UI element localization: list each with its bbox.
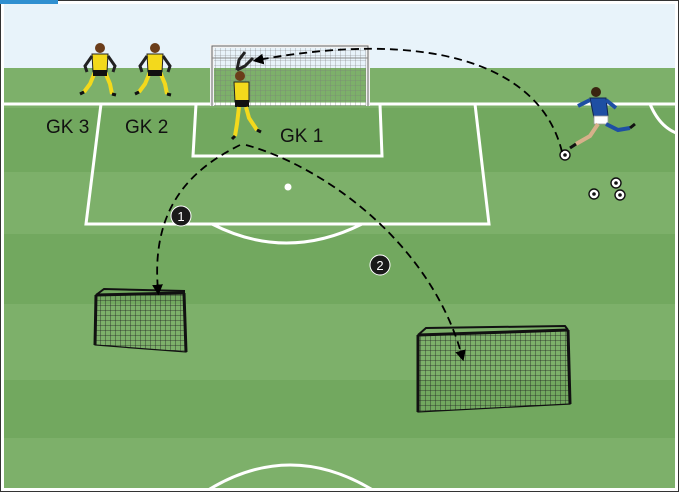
svg-text:2: 2: [376, 258, 383, 273]
svg-text:1: 1: [177, 209, 184, 224]
corner-tab: [0, 0, 58, 4]
label-gk3: GK 3: [46, 117, 89, 138]
small-goal-right: [418, 326, 570, 412]
marker-1: 1: [171, 206, 191, 226]
small-goal-left: [95, 289, 186, 352]
label-gk2: GK 2: [125, 117, 168, 138]
label-gk1: GK 1: [280, 126, 323, 147]
penalty-spot: [285, 184, 292, 191]
marker-2: 2: [370, 255, 390, 275]
